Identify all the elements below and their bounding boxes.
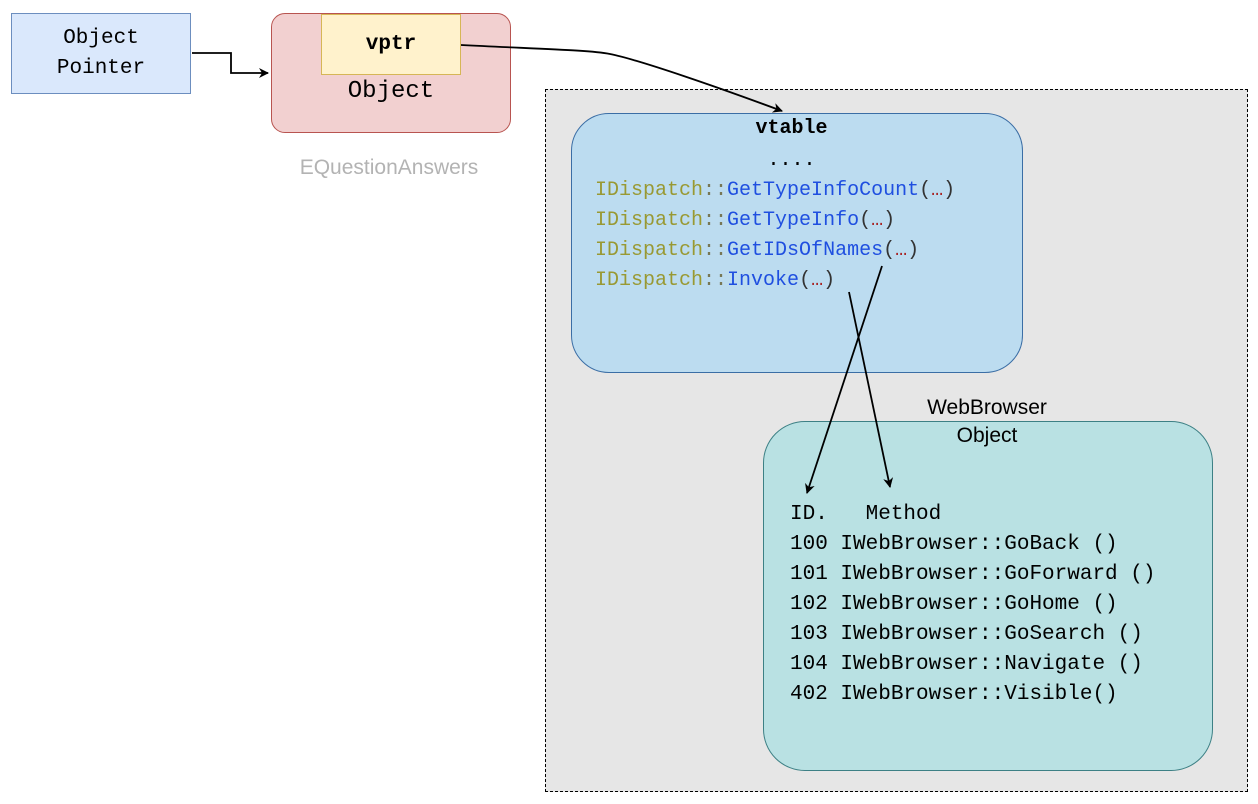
vtable-title: vtable [755,117,828,140]
invoke-to-method-arrow [848,291,894,488]
invoke-to-id-arrow [805,265,883,494]
method-row: 104 IWebBrowser::Navigate () [790,653,1143,676]
vptr-to-vtable-arrow [460,44,783,113]
vtable-ellipsis: .... [767,149,816,172]
vtable-entry: IDispatch::GetIDsOfNames(…) [595,239,920,262]
object-label: Object [347,78,435,105]
object-pointer-label-line1: Object [63,26,139,50]
vptr-label: vptr [365,33,417,56]
webbrowser-title-line2: Object [956,424,1018,447]
vtable-entry: IDispatch::GetTypeInfo(…) [595,209,896,232]
method-row: 100 IWebBrowser::GoBack () [790,533,1118,556]
method-row: 102 IWebBrowser::GoHome () [790,593,1118,616]
method-table-header: ID. Method [790,503,942,526]
object-caption: EQuestionAnswers [299,156,479,179]
object-pointer-label-line2: Pointer [56,56,146,80]
vtable-entry: IDispatch::Invoke(…) [595,269,836,292]
vptr-node: vptr [321,14,461,75]
webbrowser-title-line1: WebBrowser [927,396,1047,419]
method-row: 402 IWebBrowser::Visible() [790,683,1118,706]
object-pointer-node: Object Pointer [11,13,191,94]
method-row: 103 IWebBrowser::GoSearch () [790,623,1143,646]
vtable-entry: IDispatch::GetTypeInfoCount(…) [595,179,956,202]
method-row: 101 IWebBrowser::GoForward () [790,563,1156,586]
webbrowser-title: WebBrowser Object [880,394,1094,450]
vtable-node [571,113,1023,373]
webbrowser-node [763,421,1213,771]
pointer-to-object-arrow [192,52,269,78]
